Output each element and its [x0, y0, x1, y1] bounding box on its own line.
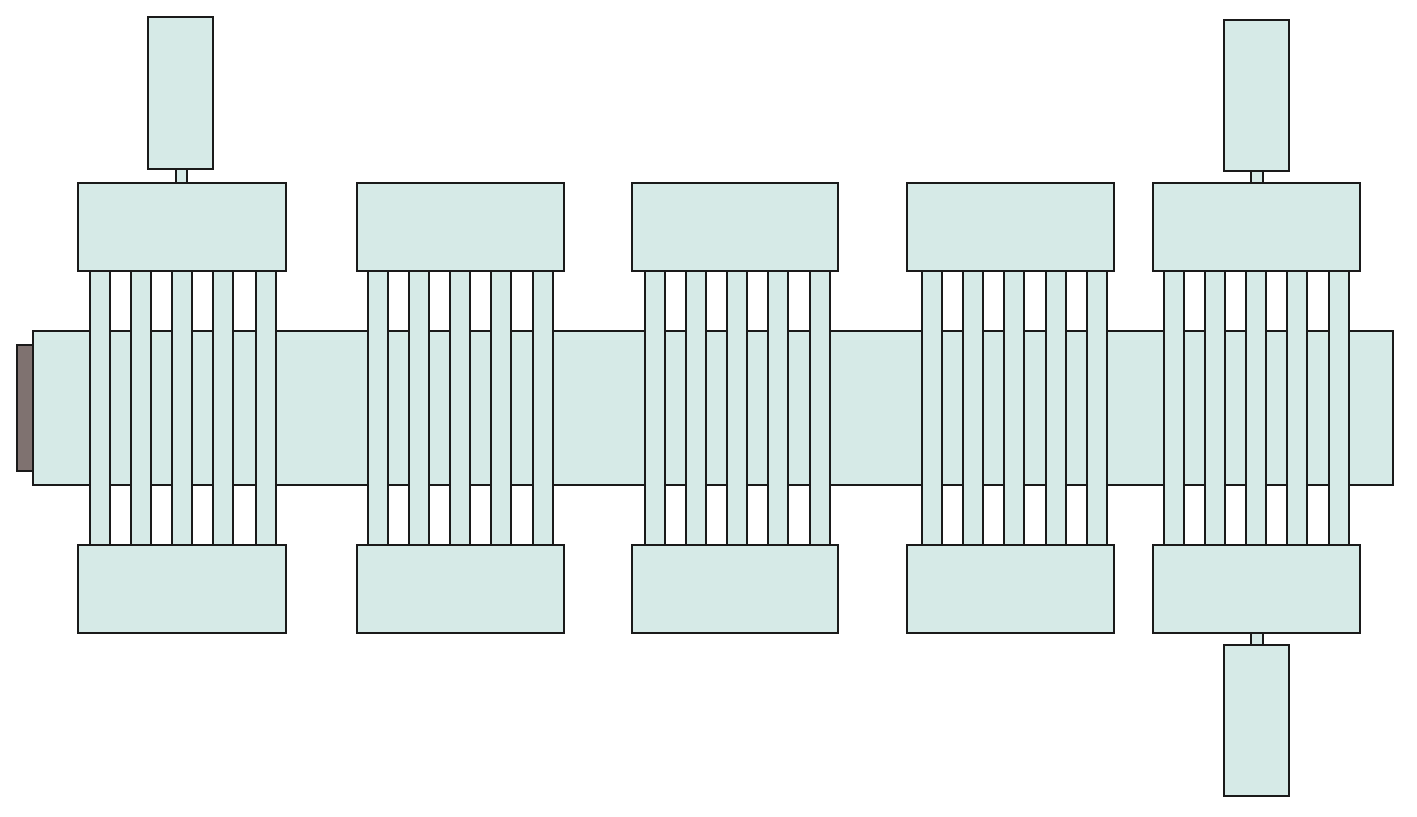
module-1-fin-4 [212, 270, 234, 546]
module-2-fin-4 [490, 270, 512, 546]
module-3-fin-3 [726, 270, 748, 546]
module-4-fin-4 [1045, 270, 1067, 546]
module-5-fin-4 [1286, 270, 1308, 546]
module-1-fin-5 [255, 270, 277, 546]
module-5-fin-5 [1328, 270, 1350, 546]
module-5-fin-1 [1163, 270, 1185, 546]
module-5-fin-2 [1204, 270, 1226, 546]
module-2-bottom-housing [356, 544, 565, 634]
module-2-fin-1 [367, 270, 389, 546]
module-2-fin-5 [532, 270, 554, 546]
module-1-top-housing [77, 182, 287, 272]
module-5-fin-3 [1245, 270, 1267, 546]
motor-2-top-right [1223, 19, 1290, 172]
module-1-fin-2 [130, 270, 152, 546]
motor-1-top-left [147, 16, 214, 170]
module-2-top-housing [356, 182, 565, 272]
module-5-top-housing [1152, 182, 1361, 272]
module-3-fin-2 [685, 270, 707, 546]
module-4-fin-3 [1003, 270, 1025, 546]
module-1-fin-1 [89, 270, 111, 546]
module-2-fin-3 [449, 270, 471, 546]
module-5-bottom-housing [1152, 544, 1361, 634]
module-3-fin-4 [767, 270, 789, 546]
motor-1-connector [175, 168, 188, 184]
module-3-top-housing [631, 182, 839, 272]
module-4-fin-2 [962, 270, 984, 546]
module-4-fin-1 [921, 270, 943, 546]
module-3-fin-5 [809, 270, 831, 546]
motor-3-connector [1250, 632, 1264, 646]
motor-3-bottom-right [1223, 644, 1290, 797]
module-4-bottom-housing [906, 544, 1115, 634]
module-4-fin-5 [1086, 270, 1108, 546]
module-2-fin-2 [408, 270, 430, 546]
main-shaft [32, 330, 1394, 486]
module-3-fin-1 [644, 270, 666, 546]
module-3-bottom-housing [631, 544, 839, 634]
shaft-end-cap [16, 344, 34, 472]
motor-2-connector [1250, 170, 1264, 184]
module-1-bottom-housing [77, 544, 287, 634]
module-4-top-housing [906, 182, 1115, 272]
module-1-fin-3 [171, 270, 193, 546]
